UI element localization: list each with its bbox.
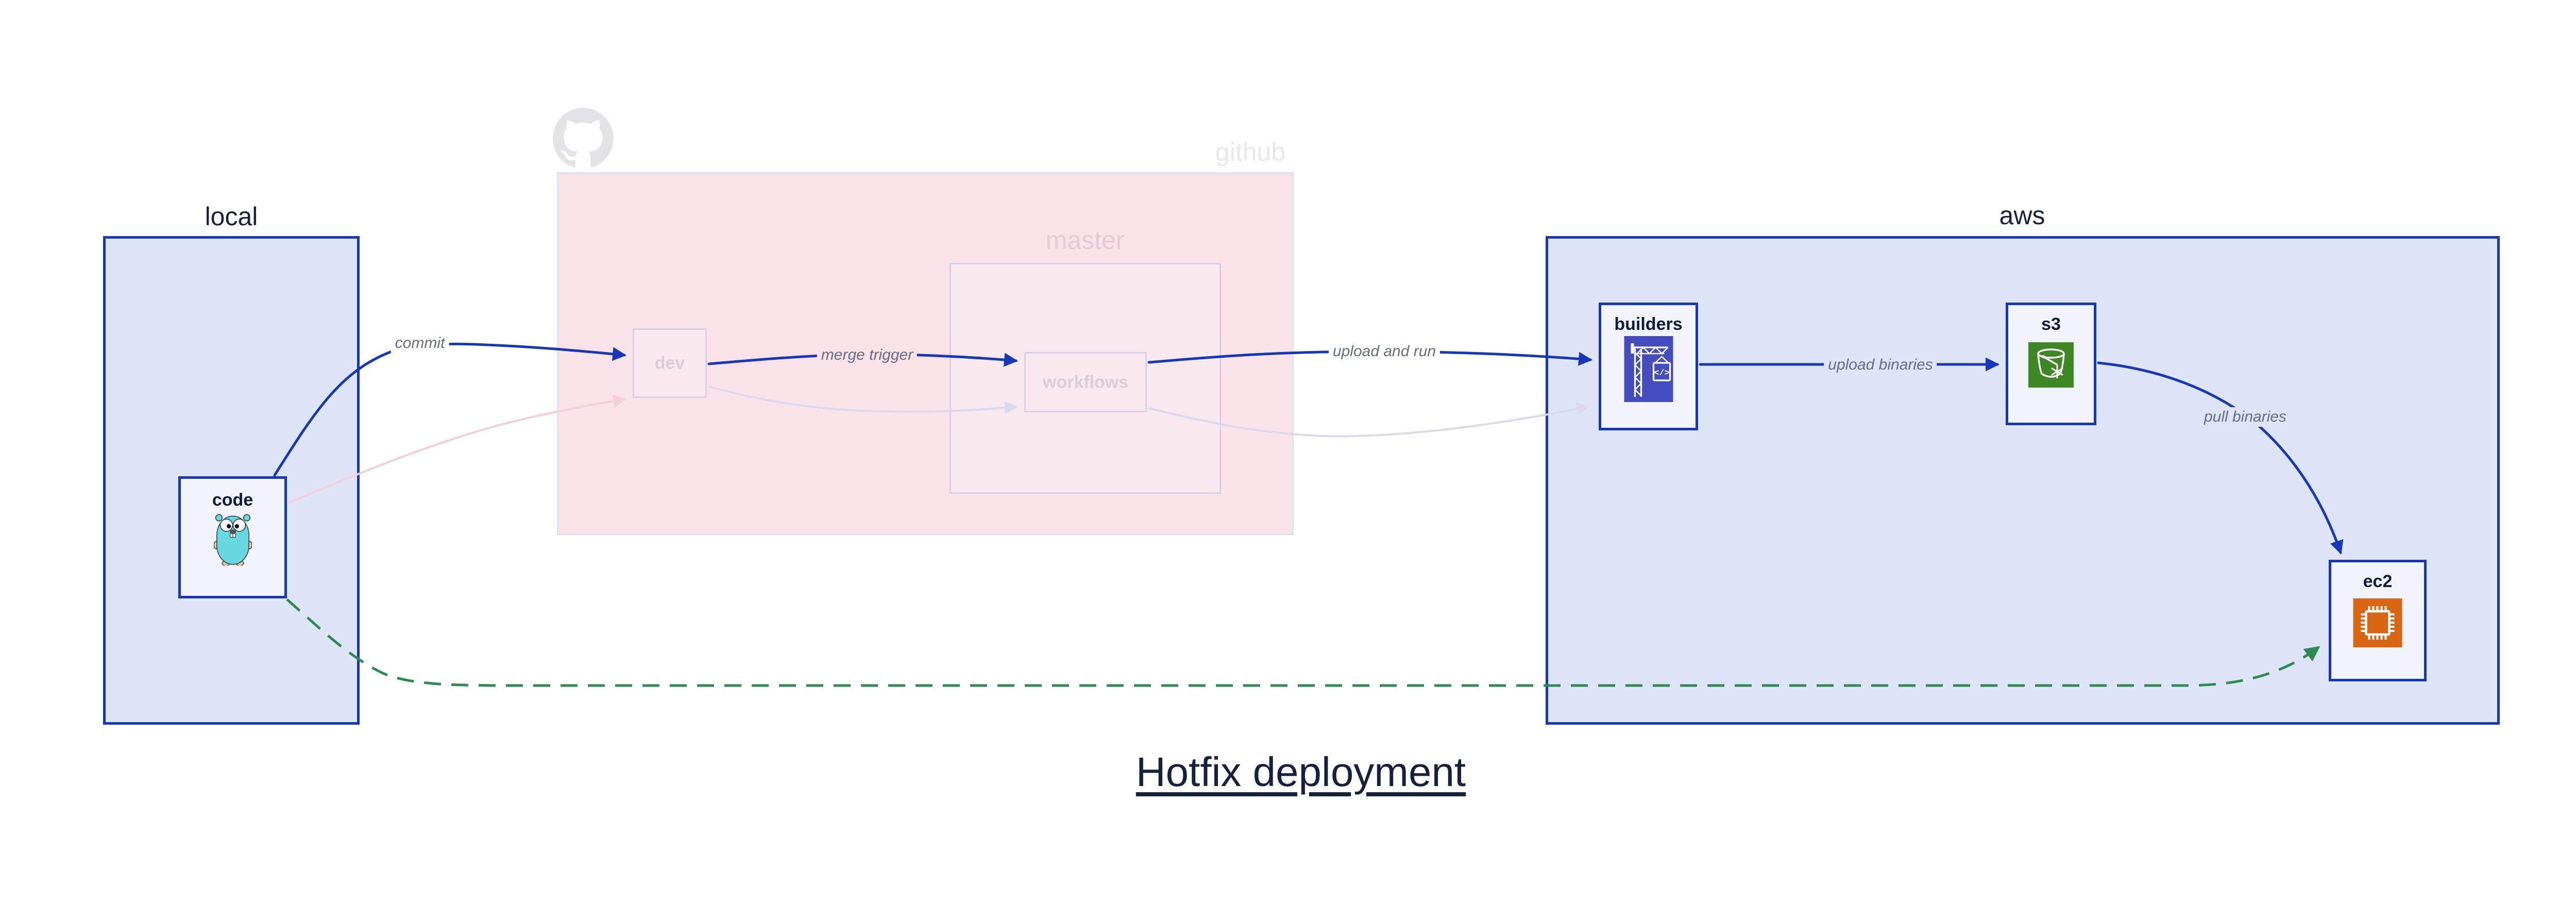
node-code[interactable]: code — [178, 476, 287, 598]
cluster-github-label: github — [1215, 138, 1286, 166]
node-builders[interactable]: builders </> — [1599, 303, 1698, 430]
edge-label-commit: commit — [391, 333, 449, 353]
node-workflows-label: workflows — [1042, 372, 1129, 392]
node-builders-label: builders — [1614, 314, 1683, 334]
s3-bucket-icon — [2028, 342, 2074, 388]
node-code-label: code — [212, 490, 253, 510]
codebuild-icon: </> — [1624, 336, 1673, 402]
node-s3-label: s3 — [2041, 314, 2061, 334]
node-workflows[interactable]: workflows — [1024, 352, 1147, 412]
cluster-local-label: local — [205, 202, 258, 231]
cluster-master-label: master — [1045, 226, 1125, 255]
node-s3[interactable]: s3 — [2006, 303, 2096, 425]
edge-label-upload-and-run: upload and run — [1328, 342, 1440, 361]
edge-label-upload-binaries: upload binaries — [1824, 355, 1937, 375]
node-dev[interactable]: dev — [633, 328, 707, 398]
cluster-aws-label: aws — [1999, 201, 2045, 230]
node-dev-label: dev — [654, 353, 685, 373]
node-ec2[interactable]: ec2 — [2329, 560, 2427, 681]
ec2-chip-icon — [2353, 598, 2402, 647]
go-gopher-icon — [213, 512, 252, 566]
edge-label-pull-binaries: pull binaries — [2199, 407, 2291, 427]
node-ec2-label: ec2 — [2363, 572, 2393, 591]
edge-label-merge-trigger: merge trigger — [817, 345, 918, 365]
codebuild-code-glyph: </> — [1654, 369, 1670, 378]
github-octocat-icon — [553, 107, 614, 168]
diagram-title: Hotfix deployment — [1136, 749, 1466, 795]
